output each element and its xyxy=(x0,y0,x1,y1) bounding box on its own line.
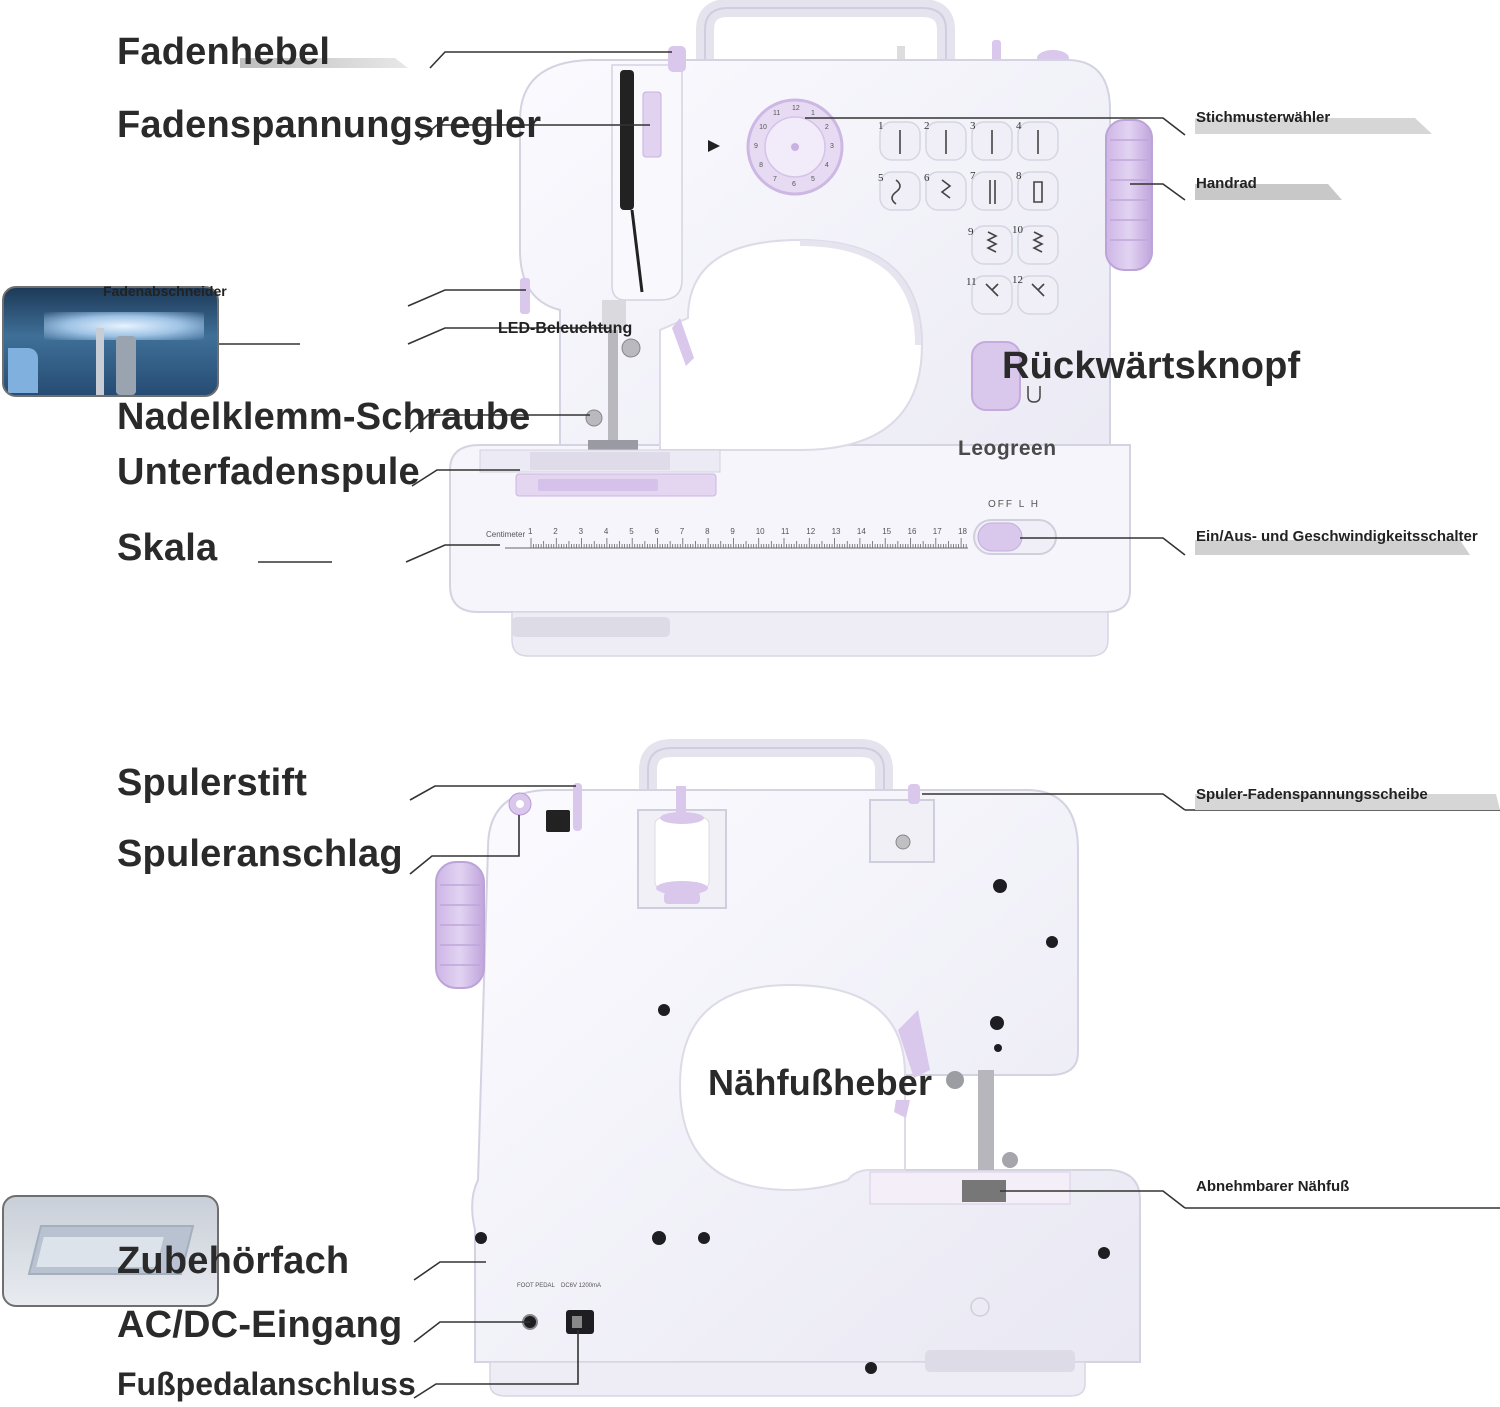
ruler-number: 8 xyxy=(705,527,710,536)
label-zubehoerfach: Zubehörfach xyxy=(117,1240,350,1282)
label-fadenabschneider: Fadenabschneider xyxy=(103,283,227,299)
stitch-pattern-number: 1 xyxy=(878,120,884,132)
stitch-pattern-number: 4 xyxy=(1016,120,1022,132)
dial-number: 6 xyxy=(792,181,796,188)
stitch-pattern-number: 12 xyxy=(1012,274,1023,286)
stitch-pattern-number: 7 xyxy=(970,170,976,182)
label-nadelklemm-schraube: Nadelklemm-Schraube xyxy=(117,396,531,438)
back-machine xyxy=(435,739,1141,1397)
dial-number: 11 xyxy=(773,110,781,118)
ruler-number: 18 xyxy=(958,527,967,536)
label-spuler-fadenspannungsscheibe: Spuler-Fadenspannungsscheibe xyxy=(1196,786,1428,803)
ruler-number: 9 xyxy=(730,527,735,536)
stitch-pattern-number: 3 xyxy=(970,120,976,132)
label-spulerstift: Spulerstift xyxy=(117,762,308,804)
label-abnehmbarer-naehfuss: Abnehmbarer Nähfuß xyxy=(1196,1178,1350,1195)
leader-lines xyxy=(218,51,1500,1399)
dial-number: 8 xyxy=(759,162,763,169)
front-machine xyxy=(449,0,1153,657)
dial-number: 7 xyxy=(773,175,777,183)
speed-switch-text: OFF L H xyxy=(988,499,1040,510)
ruler-number: 2 xyxy=(553,527,558,536)
dial-number: 10 xyxy=(759,124,767,131)
stitch-pattern-number: 9 xyxy=(968,226,974,238)
dial-number: 4 xyxy=(824,162,829,169)
ruler-unit: Centimeter xyxy=(486,530,526,539)
label-fadenspannungsregler: Fadenspannungsregler xyxy=(117,104,542,146)
label-ein-aus-geschwindigkeitsschalter: Ein/Aus- und Geschwindigkeitsschalter xyxy=(1196,528,1478,545)
label-stichmusterwaehler: Stichmusterwähler xyxy=(1196,109,1331,126)
dial-number: 12 xyxy=(792,105,800,112)
ruler-number: 13 xyxy=(831,527,841,536)
dial-number: 1 xyxy=(811,110,815,118)
ruler xyxy=(505,538,968,549)
ruler-number: 6 xyxy=(654,527,659,536)
label-naehfussheber: Nähfußheber xyxy=(708,1062,933,1103)
ruler-number: 5 xyxy=(629,527,634,536)
dial-number: 5 xyxy=(811,175,815,183)
led-inset-photo xyxy=(2,286,219,397)
foot-pedal-port-text: FOOT PEDAL xyxy=(517,1283,555,1289)
label-fadenhebel: Fadenhebel xyxy=(117,31,331,73)
stitch-pattern-number: 5 xyxy=(878,172,884,184)
label-spuleranschlag: Spuleranschlag xyxy=(117,833,403,875)
label-rueckwaertsknopf: Rückwärtsknopf xyxy=(1002,345,1301,387)
ruler-number: 1 xyxy=(528,527,533,536)
ruler-number: 14 xyxy=(856,527,866,536)
dial-number: 3 xyxy=(830,143,834,150)
dial-number: 9 xyxy=(754,143,758,150)
label-fusspedalanschluss: Fußpedalanschluss xyxy=(117,1366,416,1402)
underline-bars xyxy=(240,58,1500,810)
brand-logo-text: Leogreen xyxy=(958,437,1057,460)
label-skala: Skala xyxy=(117,527,218,569)
label-ac-dc-eingang: AC/DC-Eingang xyxy=(117,1304,403,1346)
ruler-number: 12 xyxy=(806,527,816,536)
stitch-pattern-number: 10 xyxy=(1012,224,1023,236)
ruler-number: 16 xyxy=(907,527,917,536)
dc-port-text: DC6V 1200mA xyxy=(561,1283,602,1289)
stitch-pattern-number: 6 xyxy=(924,172,930,184)
ruler-number: 4 xyxy=(603,527,609,536)
label-led-beleuchtung: LED-Beleuchtung xyxy=(498,320,633,337)
ruler-number: 3 xyxy=(578,527,584,536)
accessory-tray-inset-photo xyxy=(2,1195,219,1307)
ruler-number: 7 xyxy=(679,527,685,536)
ruler-number: 17 xyxy=(932,527,942,536)
ruler-number: 10 xyxy=(755,527,765,536)
stitch-pattern-number: 2 xyxy=(924,120,930,132)
stitch-pattern-number: 11 xyxy=(966,276,977,288)
dial-number: 2 xyxy=(824,124,829,131)
label-handrad: Handrad xyxy=(1196,175,1257,192)
ruler-number: 11 xyxy=(781,527,790,536)
stitch-pattern-number: 8 xyxy=(1016,170,1022,182)
ruler-number: 15 xyxy=(882,527,892,536)
label-unterfadenspule: Unterfadenspule xyxy=(117,451,420,493)
